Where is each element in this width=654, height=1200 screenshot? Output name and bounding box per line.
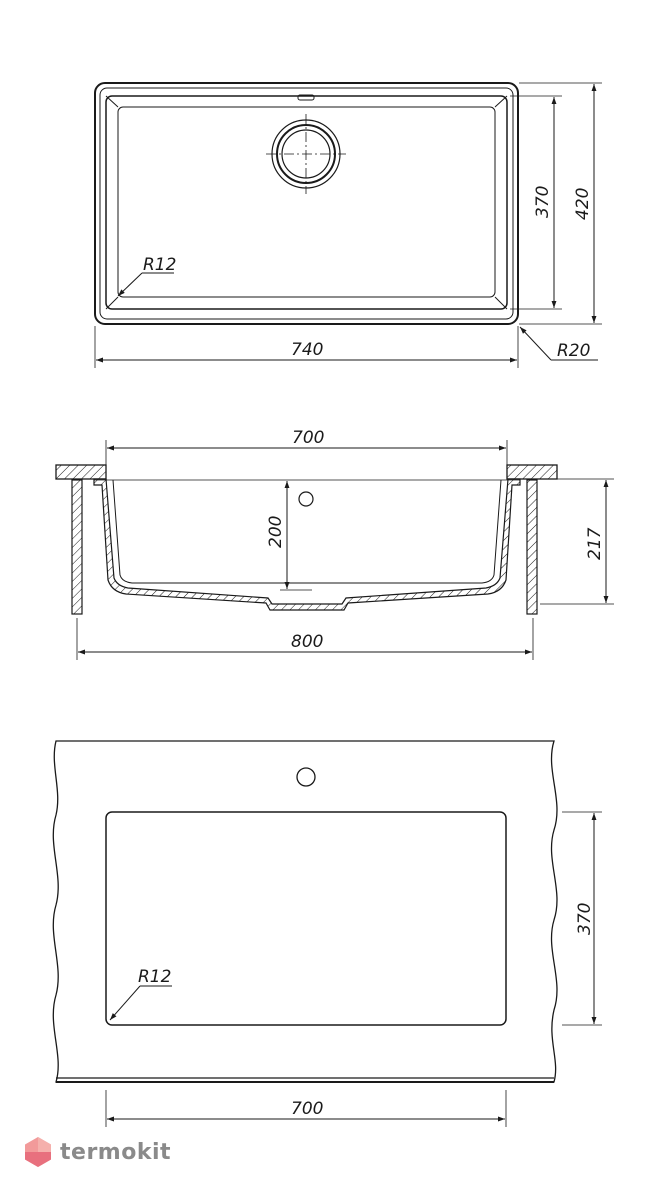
label-217: 217: [585, 527, 605, 560]
dimension-217: [540, 478, 614, 605]
dimension-800: [76, 618, 534, 660]
cabinet-wall-right: [526, 479, 538, 615]
brand-logo: termokit: [24, 1136, 171, 1168]
dimension-370-top: [510, 95, 562, 310]
sink-rim-line: [99, 87, 514, 320]
section-view: [55, 440, 614, 660]
faucet-hole: [296, 767, 316, 787]
overflow-hole-section: [298, 491, 314, 507]
label-800: 800: [291, 632, 323, 652]
dimension-370-cutout: [562, 811, 602, 1026]
label-420: 420: [573, 188, 593, 220]
countertop-left: [55, 464, 107, 480]
r12-leader: [117, 272, 174, 297]
overflow-slot: [297, 94, 315, 101]
cabinet-wall-left: [71, 479, 83, 615]
dimension-420: [519, 82, 602, 325]
label-370-top: 370: [533, 186, 553, 218]
label-r20: R20: [557, 341, 590, 361]
hexagon-icon: [25, 1137, 51, 1167]
r12-leader-cutout: [109, 985, 172, 1021]
dimension-200: [280, 481, 312, 591]
dimension-700-section: [105, 440, 508, 466]
label-200: 200: [266, 516, 286, 548]
bowl-inner-edge: [117, 106, 496, 298]
brand-name: termokit: [60, 1139, 172, 1165]
r20-leader: [519, 326, 598, 361]
countertop-right: [506, 464, 558, 480]
drain-icon: [266, 114, 346, 194]
cutout-view: [52, 740, 602, 1127]
label-r12-cutout: R12: [138, 967, 171, 987]
label-r12-top: R12: [143, 255, 176, 275]
dimension-740: [94, 326, 519, 368]
sink-outer-outline: [94, 82, 519, 325]
countertop-outline: [52, 740, 558, 1083]
dimension-700-cutout: [105, 1090, 507, 1127]
sink-cutout: [105, 811, 507, 1026]
label-700-cutout: 700: [291, 1099, 323, 1119]
label-740: 740: [291, 340, 323, 360]
top-view: [94, 82, 602, 368]
sink-bowl-section: [93, 478, 521, 611]
label-370-cutout: 370: [575, 903, 595, 935]
bowl-outer-edge: [105, 95, 508, 310]
label-700-section: 700: [292, 428, 324, 448]
